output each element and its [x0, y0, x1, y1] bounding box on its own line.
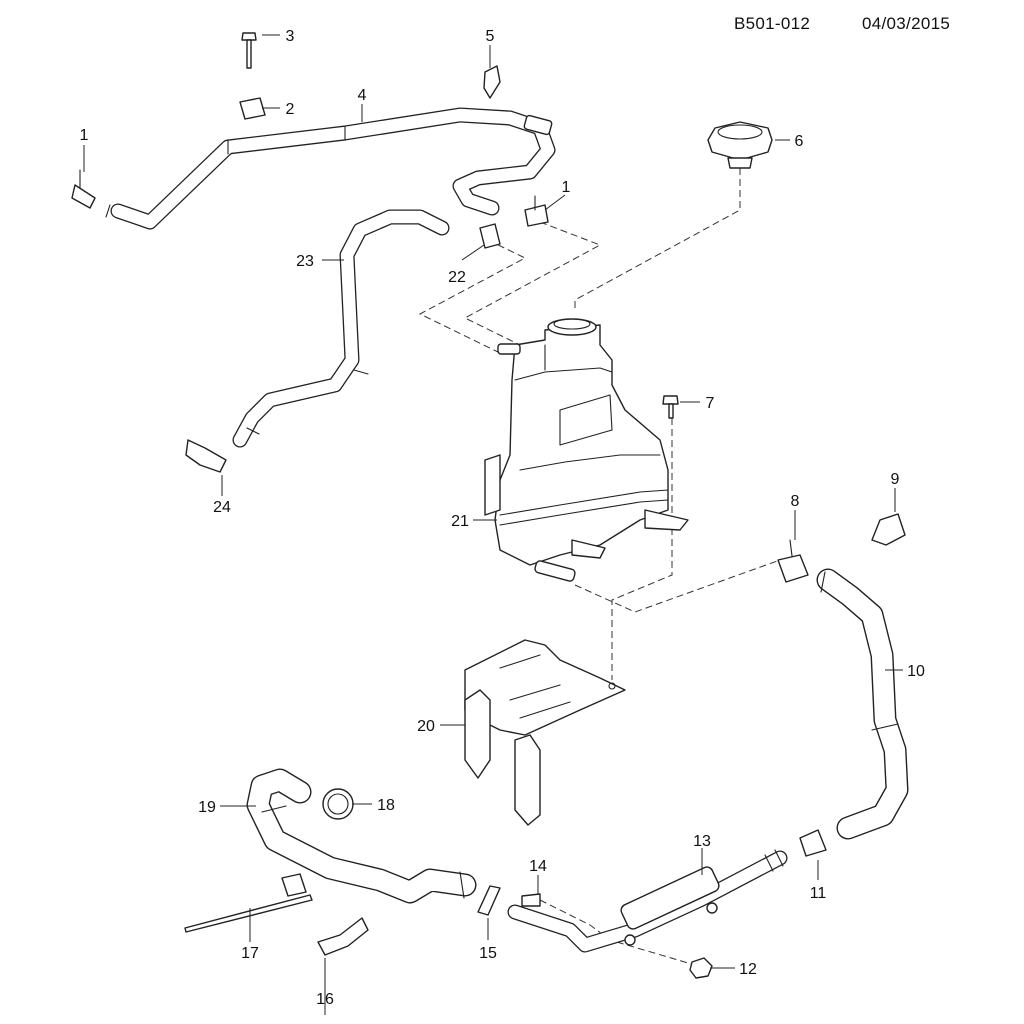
nut-12	[689, 957, 713, 979]
callout-7: 7	[706, 395, 715, 412]
coolant-reservoir	[484, 318, 689, 582]
clamp-1-right	[524, 195, 549, 227]
callout-19: 19	[198, 799, 216, 816]
callout-labels: 1 1 2 3 4 5 6 7 8 9 10 11 12 13 14 15 16…	[80, 28, 925, 1008]
coolant-pipe	[507, 849, 788, 953]
callout-14: 14	[529, 858, 547, 875]
upper-hose	[105, 107, 556, 230]
connector-24	[185, 439, 227, 473]
callout-1-right: 1	[562, 179, 571, 196]
callout-15: 15	[479, 945, 497, 962]
clamp-22	[479, 223, 501, 249]
clamp-8	[777, 539, 809, 583]
callout-22: 22	[448, 269, 466, 286]
callout-12: 12	[739, 961, 757, 978]
callout-17: 17	[241, 945, 259, 962]
callout-1-left: 1	[80, 127, 89, 144]
reservoir-cap	[707, 121, 773, 169]
reservoir-bracket	[464, 639, 626, 826]
bolt-3	[241, 32, 257, 69]
callout-23: 23	[296, 253, 314, 270]
clamp-11	[799, 829, 827, 857]
callout-8: 8	[791, 493, 800, 510]
callout-2: 2	[286, 101, 295, 118]
callout-13: 13	[693, 833, 711, 850]
tie-17	[184, 873, 313, 933]
diagram-date: 04/03/2015	[862, 14, 951, 33]
callout-3: 3	[286, 28, 295, 45]
callout-11: 11	[810, 885, 827, 902]
callout-24: 24	[213, 499, 231, 516]
bolt-7	[662, 395, 679, 419]
callout-10: 10	[907, 663, 925, 680]
assembly-dashed-lines	[418, 168, 781, 966]
lower-hose	[246, 768, 477, 904]
screw-14	[521, 893, 541, 907]
callout-16: 16	[316, 991, 334, 1008]
clamp-16	[317, 917, 369, 956]
callout-21: 21	[451, 513, 469, 530]
clamp-18	[322, 788, 354, 820]
leader-lines	[83, 34, 903, 1015]
clip-5	[483, 65, 501, 99]
radiator-hose	[816, 568, 909, 840]
clip-2	[239, 97, 266, 120]
diagram-code: B501-012	[734, 14, 811, 33]
callout-20: 20	[417, 718, 435, 735]
callout-6: 6	[795, 133, 804, 150]
clamp-9	[871, 513, 906, 546]
callout-9: 9	[891, 471, 900, 488]
clamp-1-left	[71, 169, 96, 209]
callout-5: 5	[486, 28, 495, 45]
callout-4: 4	[358, 87, 367, 104]
clip-15	[477, 885, 501, 916]
overflow-hose	[232, 209, 450, 448]
callout-18: 18	[377, 797, 395, 814]
